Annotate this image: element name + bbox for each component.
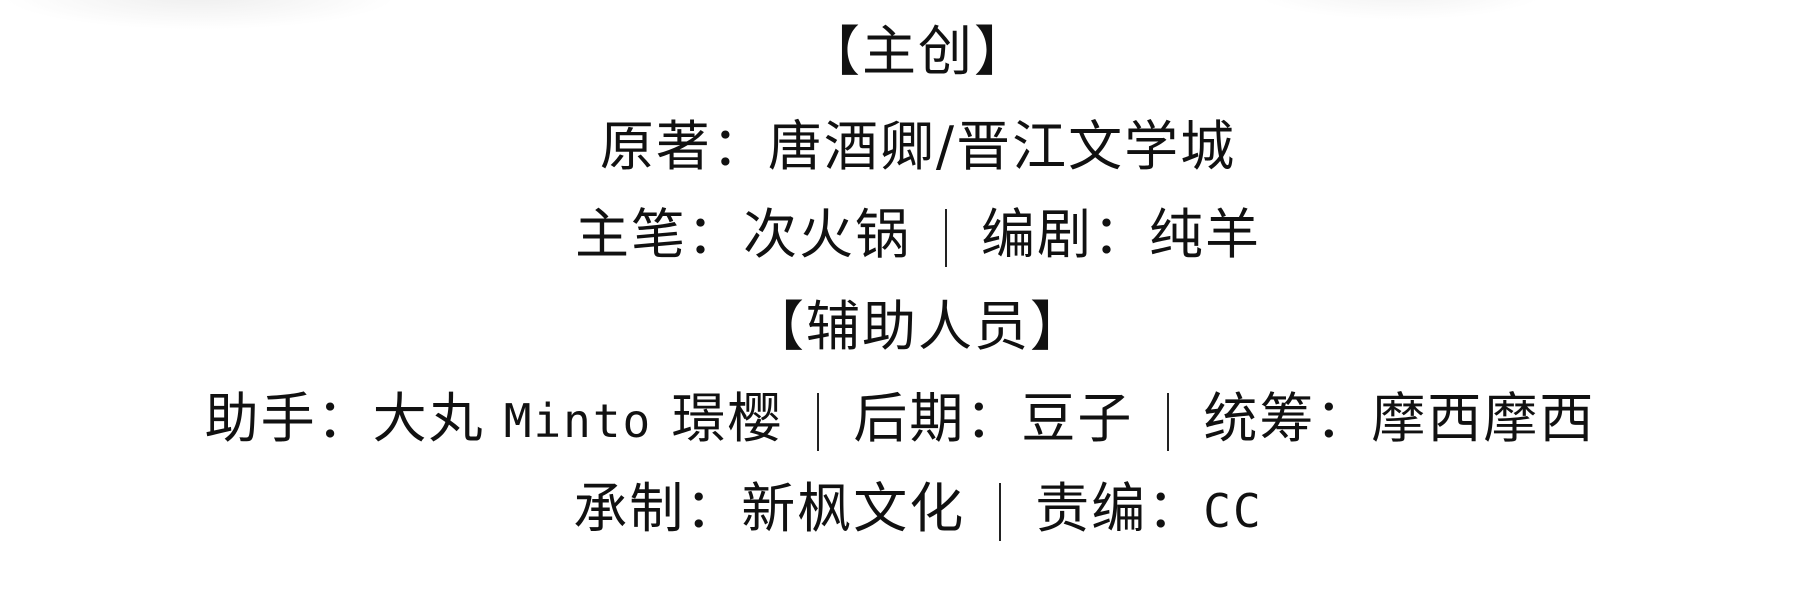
lead-credits-line: 主笔：次火锅 编剧：纯羊 xyxy=(18,203,1800,268)
main-creators-heading: 【主创】 xyxy=(806,20,1030,83)
divider xyxy=(999,483,1002,542)
assistant-minto: Minto xyxy=(503,394,653,448)
assistant-jingying: 璟樱 xyxy=(652,387,784,450)
production-credits-line: 承制：新枫文化 责编：CC xyxy=(18,477,1800,543)
support-staff-heading: 【辅助人员】 xyxy=(750,295,1086,358)
support-credits-line: 助手：大丸 Minto 璟樱 后期：豆子 统筹：摩西摩西 xyxy=(0,387,1800,453)
coordinator: 统筹：摩西摩西 xyxy=(1203,387,1596,450)
editor: 责编：CC xyxy=(1035,477,1262,540)
background-glow xyxy=(1250,0,1550,20)
lead-artist: 主笔：次火锅 xyxy=(575,203,911,266)
divider xyxy=(945,209,947,268)
editor-label: 责编： xyxy=(1035,477,1204,540)
assistants-label: 助手：大丸 xyxy=(204,387,504,450)
screenwriter: 编剧：纯羊 xyxy=(981,203,1261,266)
editor-name: CC xyxy=(1203,484,1263,538)
post-production: 后期：豆子 xyxy=(853,387,1134,450)
assistants: 助手：大丸 Minto 璟樱 xyxy=(205,387,784,450)
divider xyxy=(1167,393,1170,452)
original-author-line: 原著：唐酒卿/晋江文学城 xyxy=(599,115,1237,178)
producer: 承制：新枫文化 xyxy=(573,477,966,540)
background-glow xyxy=(0,0,400,30)
divider xyxy=(817,393,820,452)
